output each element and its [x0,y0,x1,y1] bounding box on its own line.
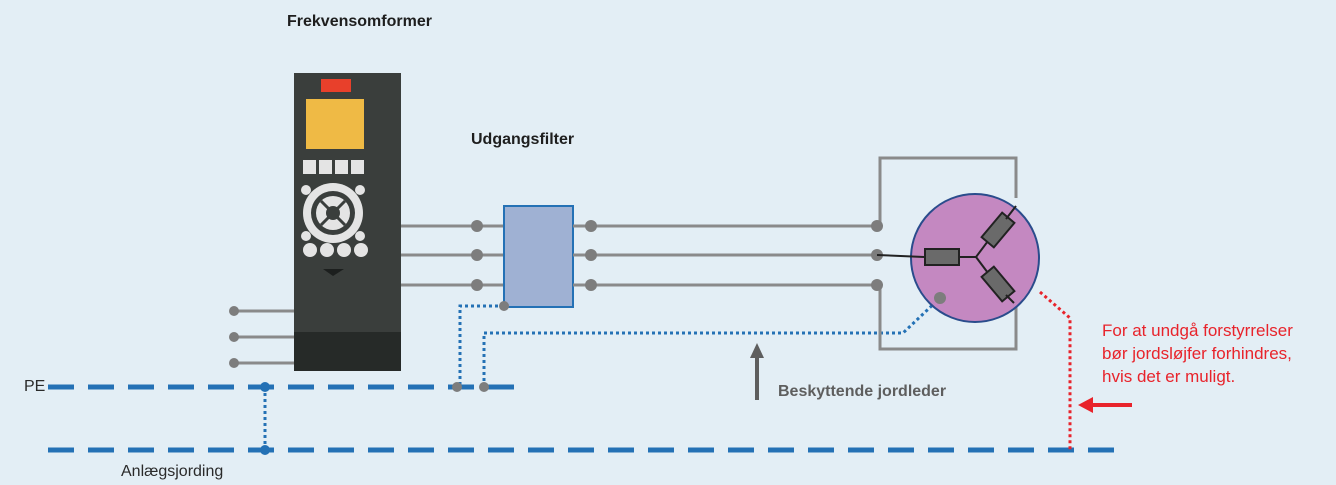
vfd-buttons [303,243,368,257]
motor-earth-dotted [482,296,942,387]
vfd-label: Frekvensomformer [287,13,432,30]
plant-earth-label: Anlægsjording [121,463,224,480]
motor-frame-bottom [878,285,1018,351]
motor-frame-top [878,156,1018,226]
earth-loop-note: For at undgå forstyrrelser bør jordsløjf… [1102,319,1293,388]
supply-wires [234,309,296,365]
note-arrow [1078,397,1132,413]
motor-windings [876,205,1017,304]
filter-output-terminals [585,220,597,291]
pe-node-motor [479,382,489,392]
pe-bond-node-top [260,382,270,392]
output-filter [503,205,574,308]
frequency-converter [294,73,401,371]
vfd-output-wires [401,224,504,287]
vfd-keys [303,160,364,174]
filter-earth-terminal [499,301,509,311]
vfd-display [306,99,364,149]
pe-node-filter [452,382,462,392]
filter-label: Udgangsfilter [471,131,575,148]
note-line-3: hvis det er muligt. [1102,367,1236,386]
pe-label: PE [24,378,46,395]
pe-bond-node-bottom [260,445,270,455]
earth-loop-dotted [1039,290,1072,450]
filter-input-terminals [471,220,483,291]
note-line-1: For at undgå forstyrrelser [1102,321,1293,340]
note-line-2: bør jordsløjfer forhindres, [1102,344,1292,363]
protective-earth-arrow [750,343,764,400]
protective-earth-label: Beskyttende jordleder [778,383,947,400]
vfd-indicator [321,79,351,92]
motor-earth-terminal [934,292,946,304]
supply-terminals [229,306,239,368]
filter-earth-dotted [458,304,504,387]
filter-output-wires [573,224,880,287]
